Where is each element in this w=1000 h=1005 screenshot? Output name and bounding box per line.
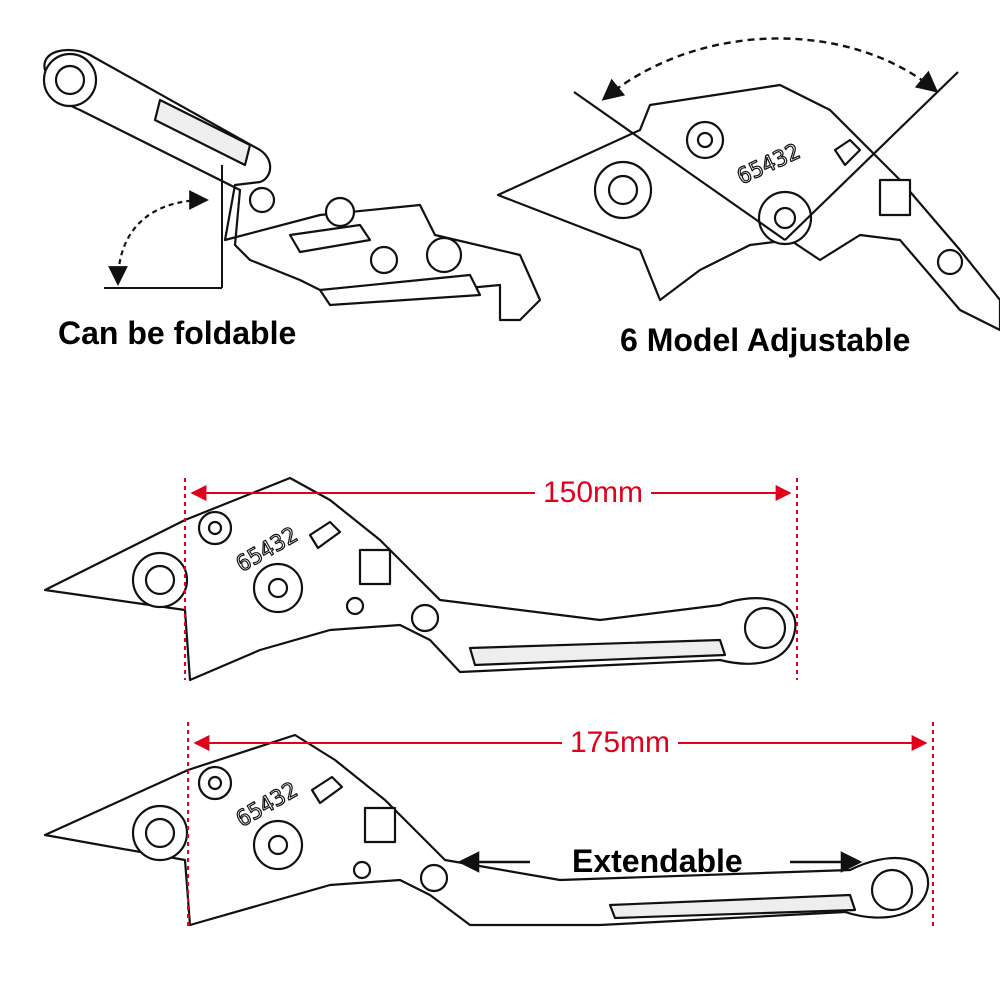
long-lever-drawing: 65432 [43, 733, 930, 927]
adjustable-lever-drawing: 65432 [496, 83, 1000, 332]
dimension-175 [187, 722, 934, 930]
fold-angle-indicator [104, 165, 223, 289]
dimension-label-175: 175mm [562, 726, 679, 760]
short-lever-drawing: 65432 [43, 476, 797, 682]
folded-lever-drawing [42, 48, 542, 322]
caption-adjustable: 6 Model Adjustable [620, 322, 911, 358]
dimension-150 [184, 478, 798, 680]
caption-extendable: Extendable [572, 843, 743, 879]
caption-foldable: Can be foldable [58, 315, 297, 351]
adjust-angle-indicator [573, 37, 959, 241]
dimension-label-150: 150mm [535, 476, 652, 510]
